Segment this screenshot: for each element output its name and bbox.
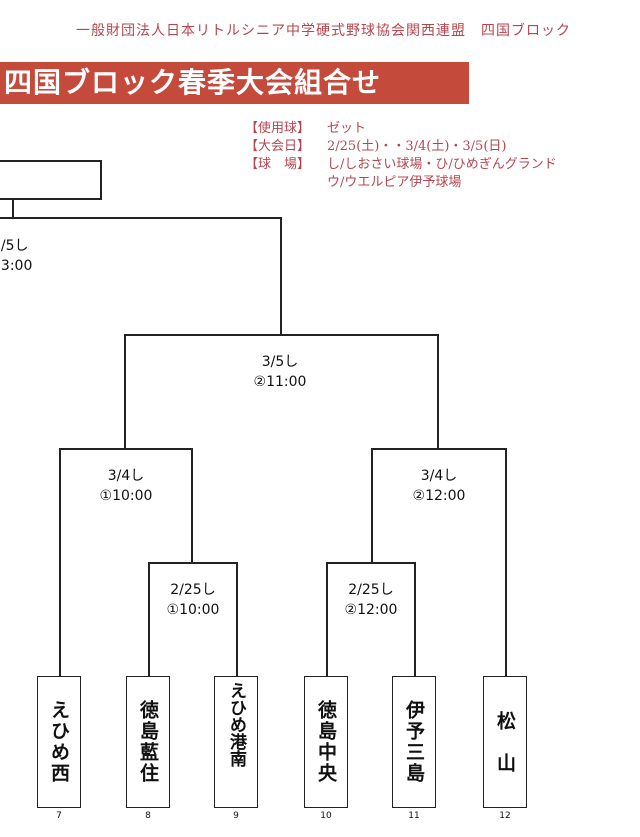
ball-label: 【使用球】 [245,121,311,136]
dates-label: 【大会日】 [245,139,311,154]
dates-value: 2/25(土)・・3/4(土)・3/5(日) [327,139,507,154]
bracket-line [414,562,416,676]
bracket-line [505,448,507,676]
bracket-line [191,448,193,563]
bracket-line [124,334,439,336]
ball-value: ゼット [327,121,367,136]
bracket-line [148,562,150,676]
bracket-line [326,562,416,564]
match-semi: 3/5し ②11:00 [232,352,328,392]
match-qf-right-time: ②12:00 [412,488,466,504]
bracket-line [437,334,439,449]
tournament-title: 四国ブロック春季大会組合せ [0,62,469,104]
team-name: えひめ西 [48,700,70,784]
bracket-line [59,448,61,676]
match-qf-left-date: 3/4し [107,468,145,484]
match-r1-right-time: ②12:00 [344,602,398,618]
team-box: 伊予三島 [392,676,436,808]
team-box: えひめ港南 [214,676,258,808]
bracket-line [326,562,328,676]
match-r1-right-date: 2/25し [348,582,394,598]
bracket-line [0,217,282,219]
team-name: 伊予三島 [403,700,425,784]
team-name: 徳島藍住 [137,700,159,784]
bracket-line [124,334,126,449]
team-box: えひめ西 [37,676,81,808]
venue-label: 【球 場】 [245,157,311,172]
match-semi-date: 3/5し [261,354,299,370]
bracket-line [371,448,507,450]
bracket-line [12,200,14,218]
match-qf-left: 3/4し ①10:00 [78,466,174,506]
team-name: えひめ港南 [226,682,246,767]
match-r1-right: 2/25し ②12:00 [323,580,419,620]
match-semi-time: ②11:00 [253,374,307,390]
match-final-date: 3/5し [0,238,29,254]
team-number: 7 [56,811,62,821]
team-number: 9 [233,811,239,821]
organization-header: 一般財団法人日本リトルシニア中学硬式野球協会関西連盟 四国ブロック [76,23,571,39]
match-final-time: 13:00 [0,258,33,274]
team-number: 8 [145,811,151,821]
match-r1-left: 2/25し ①10:00 [145,580,241,620]
team-name: 徳島中央 [315,700,337,784]
team-number: 10 [320,811,332,821]
team-box: 徳島中央 [304,676,348,808]
info-venue: 【球 場】 し/しおさい球場・ひ/ひめぎんグランド [245,156,557,174]
info-venue-cont: ウ/ウエルピア伊予球場 [245,174,557,192]
bracket-line [280,217,282,335]
info-dates: 【大会日】 2/25(土)・・3/4(土)・3/5(日) [245,138,557,156]
team-number: 12 [499,811,511,821]
match-r1-left-date: 2/25し [170,582,216,598]
team-box: 徳島藍住 [126,676,170,808]
venue-value-2: ウ/ウエルピア伊予球場 [327,175,462,190]
tournament-info: 【使用球】 ゼット 【大会日】 2/25(土)・・3/4(土)・3/5(日) 【球 … [245,120,557,192]
team-number: 11 [408,811,420,821]
bracket-line [236,562,238,676]
match-r1-left-time: ①10:00 [166,602,220,618]
match-qf-right: 3/4し ②12:00 [391,466,487,506]
bracket-line [371,448,373,563]
bracket-line [148,562,238,564]
venue-value-1: し/しおさい球場・ひ/ひめぎんグランド [327,157,557,172]
info-ball: 【使用球】 ゼット [245,120,557,138]
bracket-line [59,448,193,450]
match-qf-left-time: ①10:00 [99,488,153,504]
match-qf-right-date: 3/4し [420,468,458,484]
champion-box [0,160,102,200]
team-box: 松 山 [483,676,527,808]
team-name: 松 山 [494,710,516,774]
match-final: 3/5し 13:00 [0,236,32,276]
